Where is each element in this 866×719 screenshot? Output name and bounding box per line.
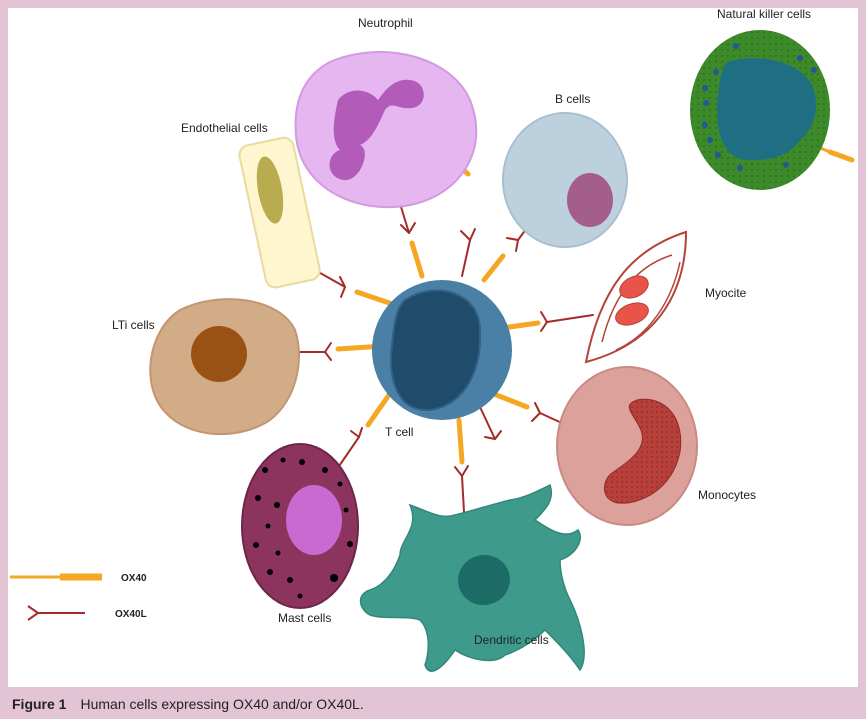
figure-caption: Figure 1 Human cells expressing OX40 and… [0, 691, 866, 717]
label-lti-cells: LTi cells [112, 318, 155, 332]
lti-cell [149, 298, 300, 436]
label-t-cell: T cell [385, 425, 413, 439]
t-cell [372, 280, 512, 420]
b-cell [502, 112, 628, 248]
endothelial-cell [238, 136, 321, 289]
legend-ox40l-symbol [27, 605, 85, 621]
labels: Neutrophil Natural killer cells Endothel… [112, 7, 811, 647]
label-dendritic: Dendritic cells [474, 633, 549, 647]
myocite-cell [584, 230, 688, 364]
figure-number: Figure 1 [12, 696, 67, 712]
dendritic-cell [359, 483, 585, 672]
label-monocytes: Monocytes [698, 488, 756, 502]
label-neutrophil: Neutrophil [358, 16, 413, 30]
monocyte-cell [556, 366, 698, 526]
mast-cell [241, 443, 359, 609]
label-b-cells: B cells [555, 92, 590, 106]
label-myocite: Myocite [705, 286, 747, 300]
neutrophil-cell [294, 51, 478, 209]
ox40-diagram: OX40 OX40L Neutrophil Natural killer cel… [10, 7, 855, 672]
legend-ox40-label: OX40 [121, 573, 147, 584]
legend: OX40 OX40L [10, 573, 147, 621]
figure-caption-text: Human cells expressing OX40 and/or OX40L… [80, 696, 364, 712]
label-mast-cells: Mast cells [278, 611, 331, 625]
legend-ox40l-label: OX40L [115, 609, 147, 620]
nk-cell [690, 30, 830, 190]
label-nk-cells: Natural killer cells [717, 7, 811, 21]
label-endothelial: Endothelial cells [181, 121, 268, 135]
